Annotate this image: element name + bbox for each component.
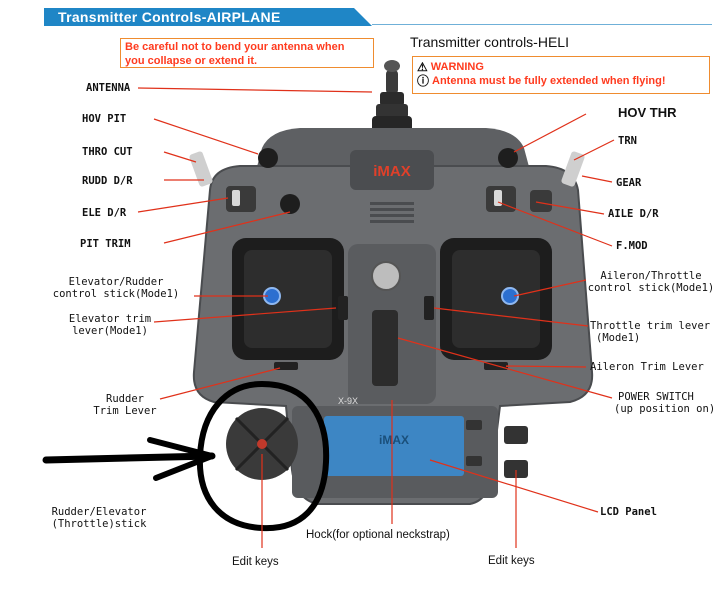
label-aileron-trim: Aileron Trim Lever (590, 361, 704, 373)
lcd-logo: iMAX (379, 433, 409, 447)
label-ele-dr: ELE D/R (82, 207, 127, 219)
vent-slots (370, 202, 414, 223)
label-rudder-elevator-line1: Rudder/Elevator (51, 506, 147, 518)
brand-logo: iMAX (373, 163, 411, 180)
edit-key-right-bottom (504, 460, 528, 478)
label-hov-pit: HOV PIT (82, 113, 127, 125)
label-aileron-stick-line2: control stick(Mode1) (587, 282, 715, 294)
warning-triangle-icon: ⚠ (417, 60, 428, 74)
antenna (372, 60, 412, 132)
label-trn: TRN (618, 135, 637, 147)
warning-box: ⚠ WARNING ⓘ Antenna must be fully extend… (412, 56, 710, 94)
label-rudder-elevator-stick: Rudder/Elevator (Throttle)stick (38, 506, 160, 530)
label-rudd-dr: RUDD D/R (82, 175, 133, 187)
label-rudder-trim: Rudder Trim Lever (80, 393, 170, 417)
label-power-line2: (up position on) (614, 403, 716, 415)
label-throttle-trim-line1: Throttle trim lever (590, 320, 711, 332)
center-column (274, 244, 508, 404)
caution-note: Be careful not to bend your antenna when… (120, 38, 374, 68)
right-gimbal (440, 238, 552, 360)
hand-drawn-arrowhead (147, 437, 215, 481)
header-rule (372, 24, 712, 25)
warning-text: Antenna must be fully extended when flyi… (432, 75, 666, 87)
label-throttle-trim: Throttle trim lever (Mode1) (590, 320, 710, 344)
leader-lines (137, 87, 615, 548)
label-edit-keys-right: Edit keys (488, 555, 535, 567)
lcd-panel (324, 416, 464, 476)
logo-plate (350, 150, 434, 190)
label-antenna: ANTENNA (86, 82, 131, 94)
label-elevator-trim: Elevator trim lever(Mode1) (50, 313, 170, 337)
label-power-switch: POWER SWITCH (up position on) (614, 391, 715, 415)
label-rudder-trim-line2: Trim Lever (93, 405, 157, 417)
label-edit-keys-left: Edit keys (232, 556, 279, 568)
hand-drawn-arrow-shaft (42, 452, 216, 464)
caution-line-1: Be careful not to bend your antenna when (125, 41, 345, 53)
label-gear: GEAR (616, 177, 642, 189)
label-throttle-trim-line2: (Mode1) (596, 332, 641, 344)
label-elevator-stick: Elevator/Rudder control stick(Mode1) (36, 276, 196, 300)
label-aile-dr: AILE D/R (608, 208, 659, 220)
label-hock: Hock(for optional neckstrap) (306, 529, 450, 541)
label-aileron-stick-line1: Aileron/Throttle (600, 270, 702, 282)
left-switches (189, 148, 300, 214)
edit-keypad-left (226, 408, 298, 480)
label-elevator-trim-line2: lever(Mode1) (72, 325, 148, 337)
caution-line-2: you collapse or extend it. (125, 55, 258, 67)
warning-title: WARNING (430, 61, 484, 73)
label-elevator-stick-line1: Elevator/Rudder (68, 276, 164, 288)
left-gimbal (232, 238, 344, 360)
label-hov-thr: HOV THR (618, 105, 677, 120)
label-power-line1: POWER SWITCH (618, 391, 694, 403)
exclamation-circle-icon: ⓘ (417, 74, 430, 88)
label-elevator-trim-line1: Elevator trim (68, 313, 152, 325)
label-elevator-stick-line2: control stick(Mode1) (52, 288, 180, 300)
label-aileron-stick: Aileron/Throttle control stick(Mode1) (586, 270, 716, 294)
label-fmod: F.MOD (616, 240, 648, 252)
label-rudder-elevator-line2: (Throttle)stick (51, 518, 147, 530)
label-rudder-trim-line1: Rudder (106, 393, 144, 405)
label-thro-cut: THRO CUT (82, 146, 133, 158)
edit-key-right-top (504, 426, 528, 444)
heli-title: Transmitter controls-HELI (410, 34, 569, 50)
page-title: Transmitter Controls-AIRPLANE (58, 9, 281, 25)
title-banner (44, 8, 372, 26)
label-pit-trim: PIT TRIM (80, 238, 131, 250)
model-name: X-9X (338, 396, 358, 406)
label-lcd-panel: LCD Panel (600, 506, 657, 518)
